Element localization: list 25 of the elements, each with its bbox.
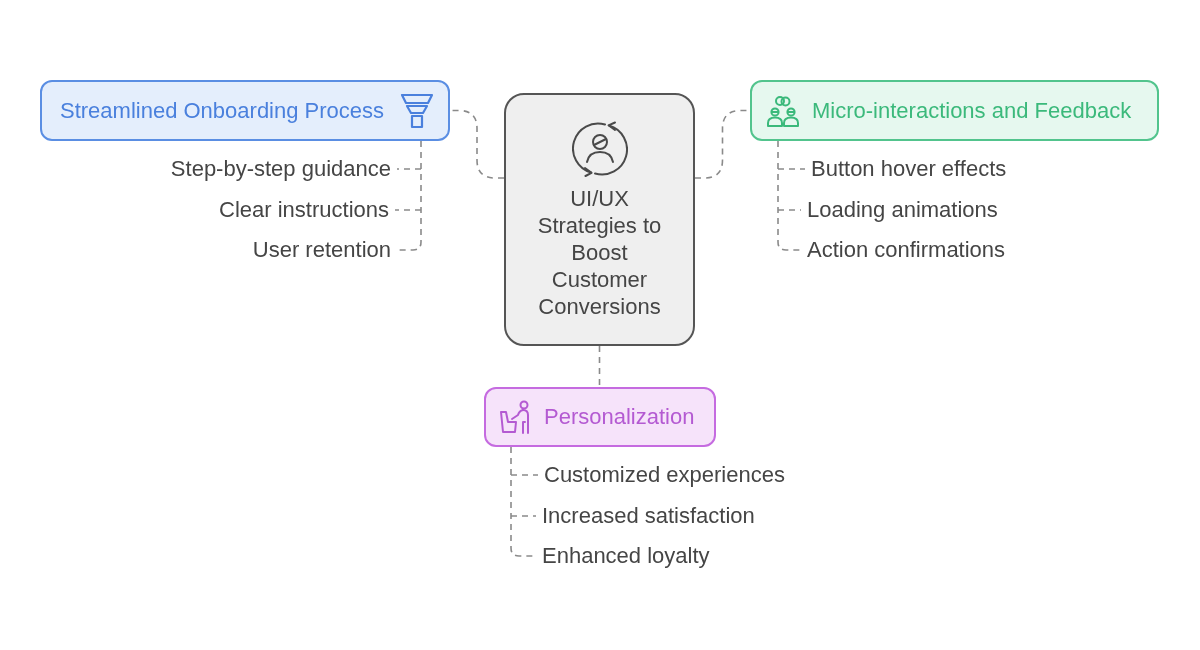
branch-text: Increased satisfaction [542,503,755,529]
branch-text: Button hover effects [811,156,1007,182]
branch-text: Loading animations [807,197,998,223]
branch-text: Enhanced loyalty [542,543,710,569]
dashed-connector [510,515,537,517]
dashed-connector [394,209,422,211]
central-title: UI/UX Strategies to Boost Customer Conversions [536,185,663,320]
branch-text: Customized experiences [544,462,785,488]
branch-text: Clear instructions [219,197,389,223]
dashed-connector [510,474,539,476]
branch-text: Action confirmations [807,237,1006,263]
dashed-connector [777,168,806,170]
topic-title: Micro-interactions and Feedback [812,97,1132,124]
topic-box [40,80,450,141]
dashed-connector [598,345,601,388]
dashed-connector [396,168,422,170]
topic-title: Streamlined Onboarding Process [60,97,385,124]
branch-text: Step-by-step guidance [170,156,391,182]
topic-box [484,387,716,447]
dashed-connector [777,209,802,211]
topic-title: Personalization [544,404,695,430]
central-box [504,93,695,346]
branch-text: User retention [252,237,391,263]
dashed-connector [777,140,802,251]
topic-box [750,80,1159,141]
